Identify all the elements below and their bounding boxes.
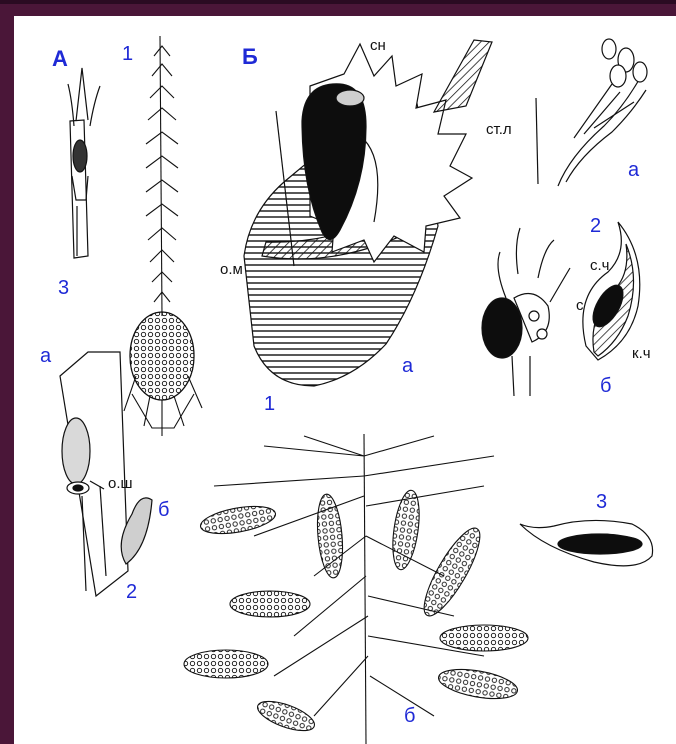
label-sub-b-bottom: б bbox=[404, 706, 415, 726]
label-section-b: Б bbox=[242, 46, 258, 68]
botanical-drawing bbox=[14, 16, 676, 744]
label-k-ch: к.ч bbox=[632, 346, 651, 361]
illustration-panel: А 1 3 а о.ш б 2 Б сн ст.л о.м а 1 а 2 с.… bbox=[14, 16, 676, 744]
figure-a-seed-in-tube bbox=[60, 352, 128, 596]
label-s: с bbox=[576, 298, 584, 313]
label-s-ch: с.ч bbox=[590, 258, 609, 273]
label-o-sh: о.ш bbox=[108, 476, 133, 491]
label-sub-a-left: а bbox=[40, 346, 51, 366]
figure-b2b-seed-section bbox=[583, 222, 640, 360]
figure-b1-ovule-section bbox=[244, 40, 492, 386]
label-sub-b-right: б bbox=[600, 376, 611, 396]
label-num-3-right: 3 bbox=[596, 492, 607, 512]
label-num-2-right: 2 bbox=[590, 216, 601, 236]
label-st-l: ст.л bbox=[486, 122, 512, 137]
label-sub-a-right-top: а bbox=[628, 160, 639, 180]
label-section-a: А bbox=[52, 48, 68, 70]
figure-a3-flower-tube bbox=[68, 68, 100, 258]
window-top-bar bbox=[0, 0, 676, 4]
label-num-1-top: 1 bbox=[122, 44, 133, 64]
figure-a1-branch-with-cone bbox=[124, 36, 202, 436]
figure-b-branch-with-strobili bbox=[184, 434, 528, 744]
label-o-m: о.м bbox=[220, 262, 243, 277]
label-num-1-center: 1 bbox=[264, 394, 275, 414]
label-num-3-left: 3 bbox=[58, 278, 69, 298]
figure-b1b-flower bbox=[482, 228, 570, 396]
label-sub-a-center: а bbox=[402, 356, 413, 376]
label-sn: сн bbox=[370, 38, 386, 53]
figure-b3-seed bbox=[520, 520, 653, 565]
label-sub-b-left: б bbox=[158, 500, 169, 520]
label-num-2-left: 2 bbox=[126, 582, 137, 602]
